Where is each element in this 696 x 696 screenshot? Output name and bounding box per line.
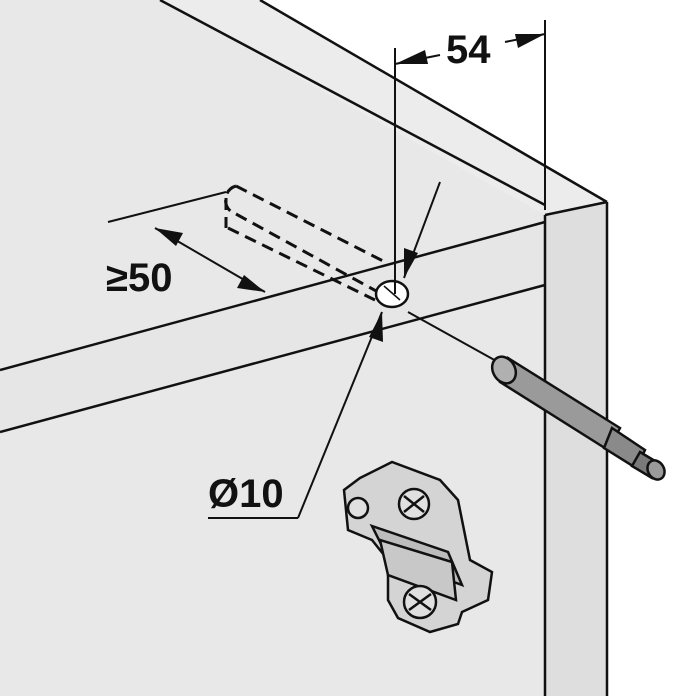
depth-dimension-label: ≥50	[106, 256, 173, 300]
top-back-face	[160, 0, 607, 215]
hinge-mounting-plate	[342, 460, 494, 634]
side-panel-face	[0, 0, 545, 370]
cabinet-top-back-edge	[159, 0, 546, 207]
screw-icon	[346, 496, 370, 520]
dowel-axis-line	[407, 311, 499, 363]
dimension-54	[394, 20, 546, 294]
panel-front-edge-upper	[0, 220, 546, 372]
door-top-edge	[544, 200, 608, 217]
diameter-dimension-label: Ø10	[208, 472, 284, 516]
panel-front-edge-lower	[0, 283, 546, 434]
drill-hole	[374, 279, 410, 309]
dimension-50	[107, 191, 266, 293]
cabinet	[0, 0, 609, 696]
dowel-pin	[490, 355, 666, 481]
cabinet-top-rear-edge	[259, 0, 608, 204]
dimension-d10	[208, 181, 441, 519]
top-panel-face	[0, 222, 545, 432]
hidden-drill-hole	[224, 184, 386, 302]
offset-dimension-label: 54	[446, 28, 491, 72]
door-edge-face	[545, 202, 607, 696]
